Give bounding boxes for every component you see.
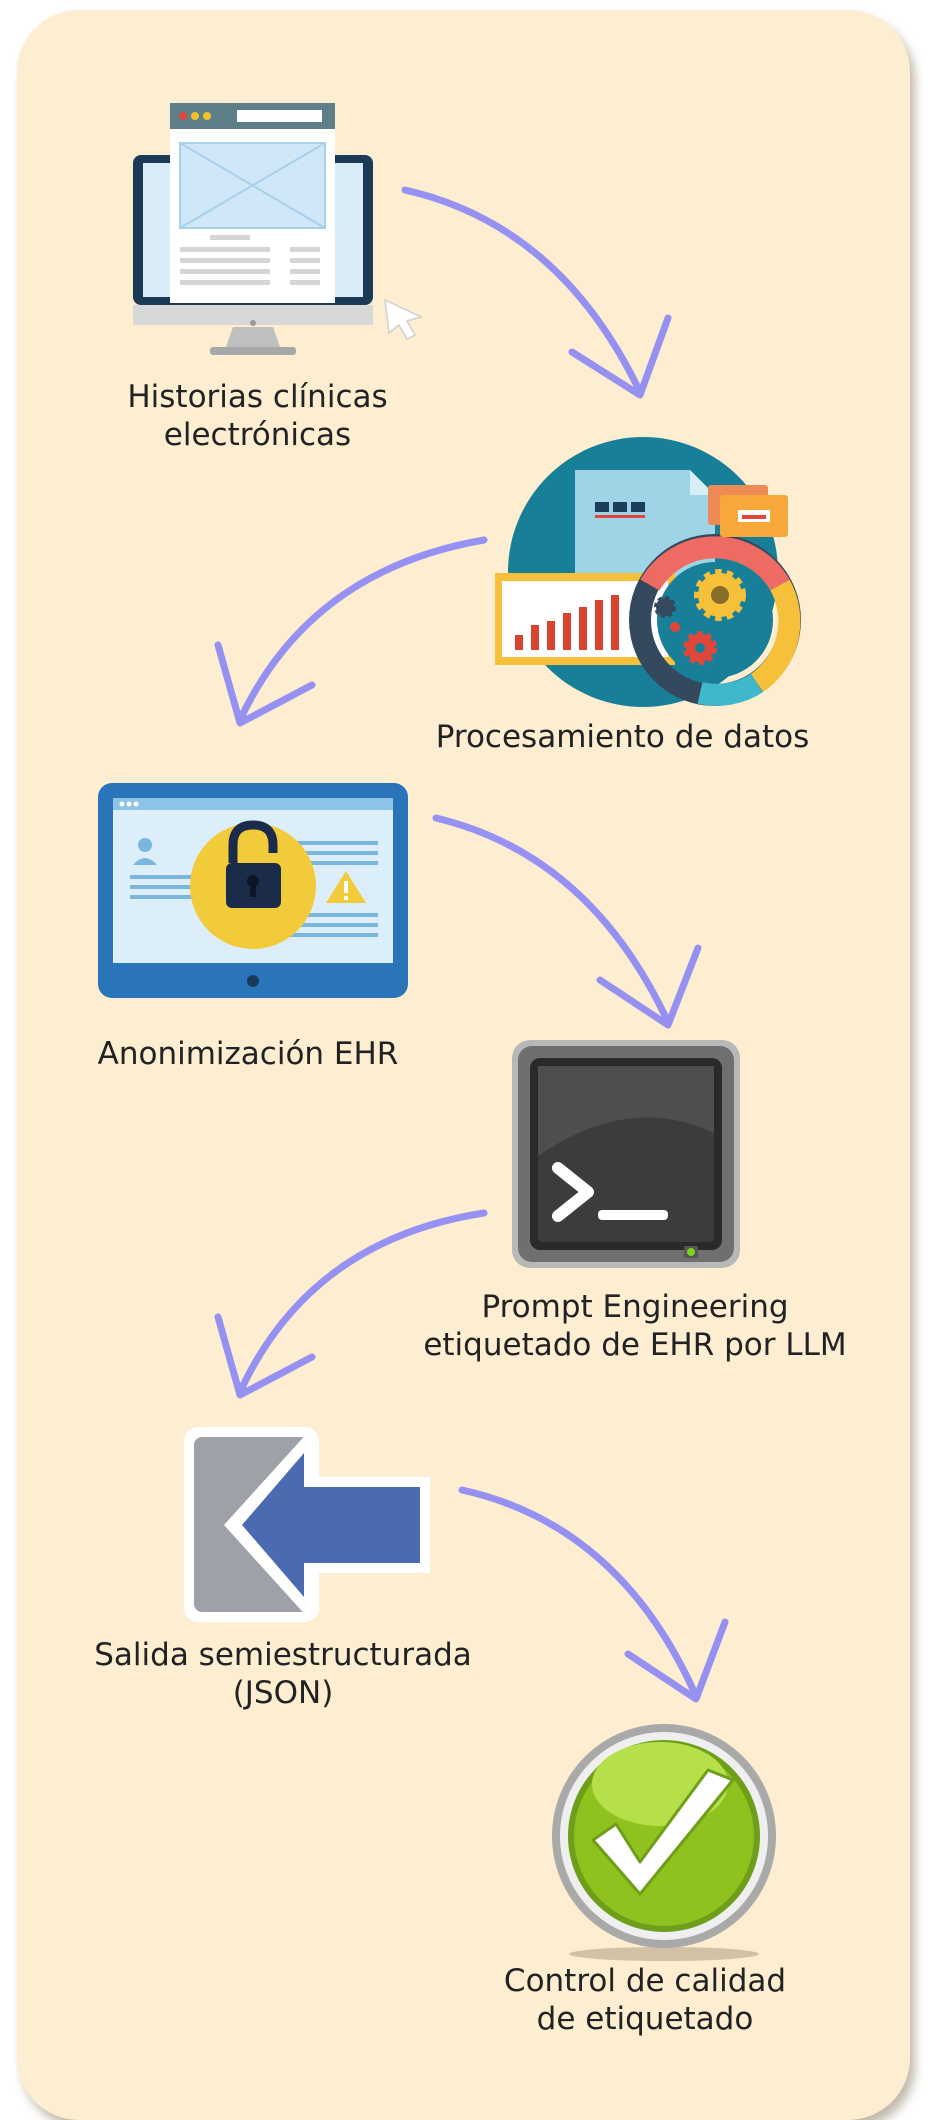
step-label-prompt: Prompt Engineering etiquetado de EHR por… bbox=[423, 1289, 847, 1363]
check-mark-icon bbox=[552, 1724, 776, 1961]
computer-monitor-icon bbox=[133, 103, 424, 355]
step-label-salida: Salida semiestructurada (JSON) bbox=[94, 1637, 472, 1711]
step-label-historias: Historias clínicas electrónicas bbox=[127, 379, 388, 453]
padlock-tablet-icon bbox=[98, 783, 408, 998]
step-label-procesamiento: Procesamiento de datos bbox=[435, 719, 810, 755]
step-label-control: Control de calidad de etiquetado bbox=[503, 1963, 787, 2037]
step-label-anonimizacion: Anonimización EHR bbox=[97, 1036, 399, 1072]
data-processing-icon bbox=[495, 437, 801, 707]
exit-arrow-icon bbox=[184, 1427, 430, 1622]
terminal-icon bbox=[512, 1040, 740, 1268]
